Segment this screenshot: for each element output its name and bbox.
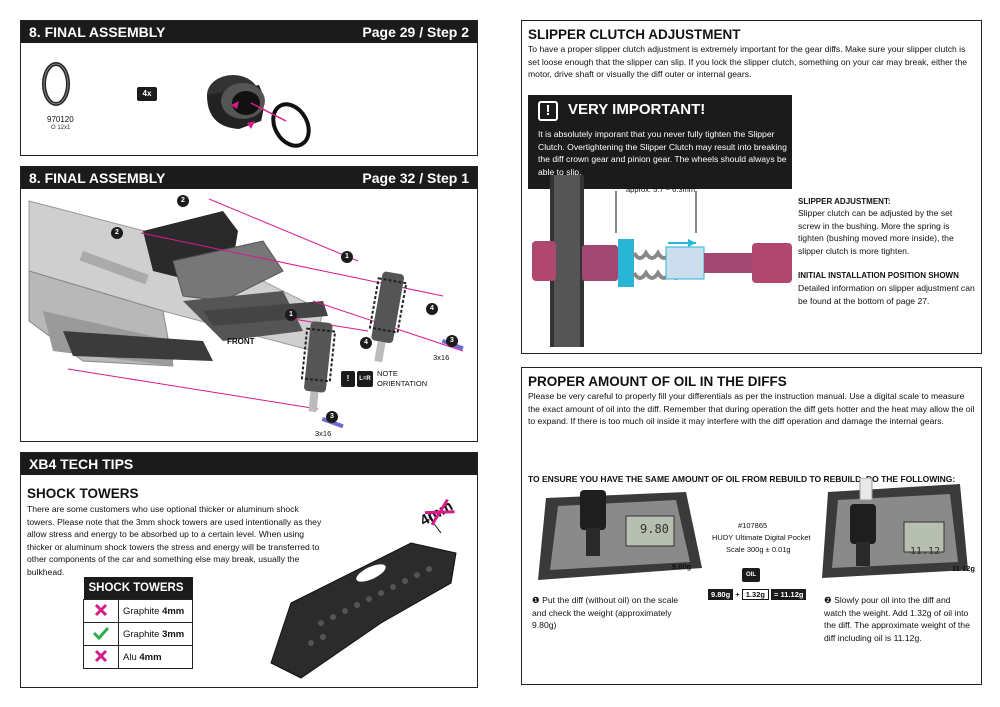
table-title: SHOCK TOWERS bbox=[83, 577, 193, 600]
section-body: There are some customers who use optiona… bbox=[27, 504, 322, 577]
oil-bottle-icon: OIL bbox=[742, 568, 760, 582]
panel-header: XB4 TECH TIPS bbox=[21, 453, 477, 475]
part-spec: O 12x1 bbox=[51, 125, 71, 131]
warning-icon: ! bbox=[538, 101, 558, 121]
page-step-label: Page 29 / Step 2 bbox=[362, 24, 469, 40]
callout-2: 2 bbox=[177, 195, 189, 207]
panel-tech-tips: XB4 TECH TIPS SHOCK TOWERS There are som… bbox=[20, 452, 478, 688]
oil-equation: 9.80g + 1.32g = 11.12g bbox=[708, 589, 807, 600]
shock-tower-table: SHOCK TOWERS Graphite 4mm Graphite 3mm A… bbox=[83, 577, 193, 669]
panel-final-assembly-29: 8. FINAL ASSEMBLY Page 29 / Step 2 97012… bbox=[20, 20, 478, 156]
panel-title: 8. FINAL ASSEMBLY bbox=[29, 170, 166, 186]
screw-label: 3x16 bbox=[433, 353, 450, 362]
adjustment-title: SLIPPER ADJUSTMENT: bbox=[798, 197, 891, 206]
instruction-heading: TO ENSURE YOU HAVE THE SAME AMOUNT OF OI… bbox=[528, 474, 956, 484]
panel-slipper-clutch: SLIPPER CLUTCH ADJUSTMENT To have a prop… bbox=[521, 20, 982, 354]
section-title: SHOCK TOWERS bbox=[27, 486, 139, 501]
table-cell: Alu 4mm bbox=[118, 645, 193, 669]
callout-3: 3 bbox=[326, 411, 338, 423]
screw-label: 3x16 bbox=[315, 429, 332, 438]
part-number: 970120 bbox=[47, 115, 74, 124]
note-orientation-label: NOTE ORIENTATION bbox=[377, 369, 428, 388]
section-body: Please be very careful to properly fill … bbox=[528, 391, 975, 426]
chassis-assembly-illustration bbox=[28, 198, 464, 429]
scale-display-left: 9.80 bbox=[640, 522, 669, 536]
initial-position-title: INITIAL INSTALLATION POSITION SHOWN bbox=[798, 271, 959, 280]
section-body: To have a proper slipper clutch adjustme… bbox=[528, 44, 967, 79]
section-title: SLIPPER CLUTCH ADJUSTMENT bbox=[528, 27, 741, 42]
orientation-icon: L=R bbox=[357, 371, 373, 387]
callout-1: 1 bbox=[341, 251, 353, 263]
digital-scale-left bbox=[538, 490, 702, 580]
scale-display-right: 11.12 bbox=[910, 546, 941, 557]
table-cell: Graphite 4mm bbox=[118, 599, 193, 623]
panel-header: 8. FINAL ASSEMBLY Page 32 / Step 1 bbox=[21, 167, 477, 189]
thickness-stamp: 4mm bbox=[417, 497, 456, 529]
slipper-clutch-illustration bbox=[532, 175, 792, 347]
callout-1: 1 bbox=[285, 309, 297, 321]
adjustment-body: Slipper clutch can be adjusted by the se… bbox=[798, 208, 954, 256]
digital-scale-right bbox=[822, 478, 968, 578]
quantity-badge: 4x bbox=[137, 87, 157, 101]
panel-header: 8. FINAL ASSEMBLY Page 29 / Step 2 bbox=[21, 21, 477, 43]
cross-icon bbox=[83, 645, 119, 669]
table-row: Alu 4mm bbox=[83, 645, 193, 669]
weight-label-right: 11.12g bbox=[952, 564, 975, 573]
callout-4: 4 bbox=[426, 303, 438, 315]
step-1-text: ❶ Put the diff (without oil) on the scal… bbox=[532, 595, 679, 630]
front-label: FRONT bbox=[227, 337, 255, 346]
panel-oil-diffs: PROPER AMOUNT OF OIL IN THE DIFFS Please… bbox=[521, 367, 982, 685]
table-row: Graphite 3mm bbox=[83, 622, 193, 646]
weight-label-left: 9.80g bbox=[672, 562, 692, 571]
panel-title: XB4 TECH TIPS bbox=[29, 456, 134, 472]
page-step-label: Page 32 / Step 1 bbox=[362, 170, 469, 186]
panel-final-assembly-32: 8. FINAL ASSEMBLY Page 32 / Step 1 bbox=[20, 166, 478, 442]
check-icon bbox=[83, 622, 119, 646]
very-important-box: ! VERY IMPORTANT! It is absolutely impor… bbox=[528, 95, 792, 189]
section-title: PROPER AMOUNT OF OIL IN THE DIFFS bbox=[528, 374, 787, 389]
panel-title: 8. FINAL ASSEMBLY bbox=[29, 24, 166, 40]
cross-icon bbox=[83, 599, 119, 623]
table-row: Graphite 4mm bbox=[83, 599, 193, 623]
o-ring-part-icon bbox=[42, 62, 70, 106]
initial-position-body: Detailed information on slipper adjustme… bbox=[798, 283, 975, 306]
scale-name: HUDY Ultimate Digital Pocket bbox=[712, 533, 811, 542]
table-cell: Graphite 3mm bbox=[118, 622, 193, 646]
important-body: It is absolutely imporant that you never… bbox=[538, 129, 787, 177]
shock-tower-illustration bbox=[270, 516, 457, 679]
important-title: VERY IMPORTANT! bbox=[568, 101, 706, 118]
callout-3: 3 bbox=[446, 335, 458, 347]
callout-4: 4 bbox=[360, 337, 372, 349]
step-2-text: ❷ Slowly pour oil into the diff and watc… bbox=[824, 595, 970, 643]
slipper-cup-illustration bbox=[207, 75, 311, 148]
callout-2: 2 bbox=[111, 227, 123, 239]
note-exclamation-icon: ! bbox=[341, 371, 355, 387]
scale-spec: Scale 300g ± 0.01g bbox=[726, 545, 791, 554]
scale-part-number: #107865 bbox=[738, 521, 768, 530]
measurement-label: approx. 5.7 ~ 6.3mm bbox=[626, 185, 695, 194]
